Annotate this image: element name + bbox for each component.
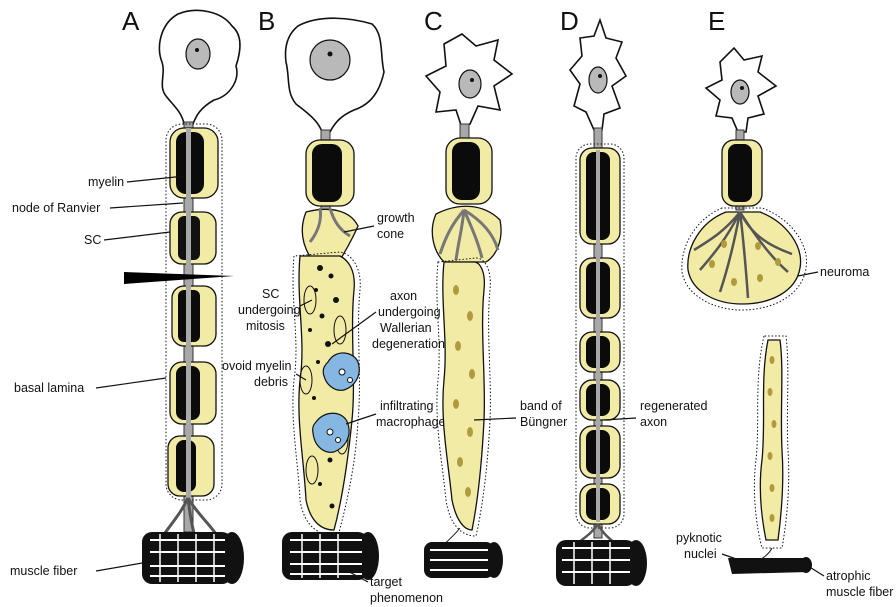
- nucleus-c: [459, 70, 481, 98]
- lesion-wedge: [124, 272, 234, 284]
- nucleus-a: [186, 39, 210, 69]
- label-target-1: target: [370, 575, 402, 589]
- label-muscle-fiber: muscle fiber: [10, 564, 77, 578]
- label-bungner-2: Büngner: [520, 415, 567, 429]
- label-sc-mitosis-3: mitosis: [246, 319, 285, 333]
- panel-letter-a: A: [122, 6, 140, 36]
- panel-letter-c: C: [424, 6, 443, 36]
- nucleus-d: [589, 67, 607, 93]
- panel-b: B: [222, 6, 446, 605]
- label-myelin: myelin: [88, 175, 124, 189]
- label-growth-cone-2: cone: [377, 227, 404, 241]
- label-pyknotic-2: nuclei: [684, 547, 717, 561]
- label-macrophage-1: infiltrating: [380, 399, 434, 413]
- muscle-fiber-d: [556, 540, 647, 586]
- nucleus-e: [731, 80, 749, 104]
- label-atrophic-2: muscle fiber: [826, 585, 893, 599]
- label-ovoid-2: debris: [254, 375, 288, 389]
- muscle-fiber-c: [424, 528, 503, 578]
- label-sc-a: SC: [84, 233, 101, 247]
- nucleus-b: [310, 40, 350, 80]
- label-basal-lamina: basal lamina: [14, 381, 84, 395]
- atrophic-column: [760, 340, 782, 540]
- label-neuroma: neuroma: [820, 265, 869, 279]
- label-regen-2: axon: [640, 415, 667, 429]
- degenerating-column: [293, 252, 360, 536]
- myelin-segments-a: [166, 124, 222, 500]
- label-sc-mitosis-2: undergoing: [238, 303, 301, 317]
- panel-letter-e: E: [708, 6, 725, 36]
- muscle-fiber-b: [282, 532, 379, 580]
- label-axon-wd-1: axon: [390, 289, 417, 303]
- label-pyknotic-1: pyknotic: [676, 531, 722, 545]
- label-axon-wd-3: Wallerian: [380, 321, 432, 335]
- label-regen-1: regenerated: [640, 399, 707, 413]
- panel-d: D regenerated axon: [556, 6, 707, 586]
- label-macrophage-2: macrophage: [376, 415, 446, 429]
- label-bungner-1: band of: [520, 399, 562, 413]
- muscle-fiber-a: [142, 532, 244, 584]
- label-atrophic-1: atrophic: [826, 569, 870, 583]
- panel-letter-b: B: [258, 6, 275, 36]
- label-target-2: phenomenon: [370, 591, 443, 605]
- band-of-bungner: [443, 262, 485, 530]
- label-growth-cone-1: growth: [377, 211, 415, 225]
- panel-e: E neuroma: [676, 6, 893, 599]
- label-sc-mitosis-1: SC: [262, 287, 279, 301]
- label-ovoid-1: ovoid myelin: [222, 359, 292, 373]
- label-axon-wd-4: degeneration: [372, 337, 445, 351]
- panel-letter-d: D: [560, 6, 579, 36]
- label-node-of-ranvier: node of Ranvier: [12, 201, 100, 215]
- panel-a: A: [10, 6, 244, 584]
- panel-c: C band of Büngner: [424, 6, 567, 578]
- label-axon-wd-2: undergoing: [378, 305, 441, 319]
